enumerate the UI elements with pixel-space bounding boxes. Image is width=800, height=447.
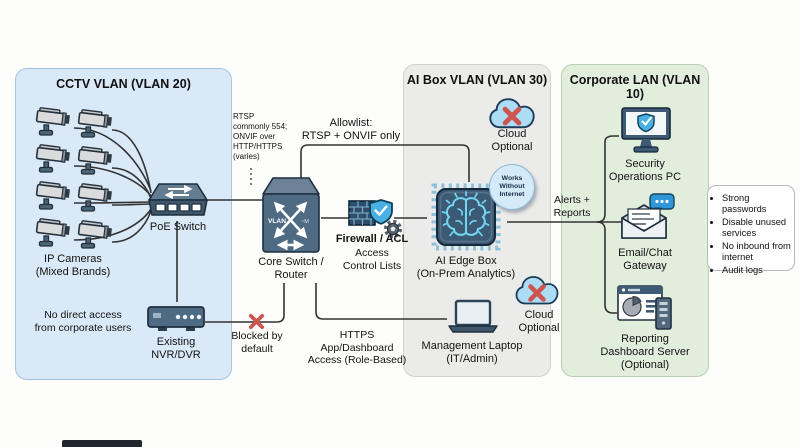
ai-chip-brain-icon	[431, 183, 501, 251]
laptop-icon	[448, 299, 498, 333]
tip-item: No inbound from internet	[722, 241, 791, 263]
works-without-internet-badge: Works Without Internet	[489, 164, 535, 210]
no-direct-access-note: No direct access from corporate users	[34, 309, 132, 334]
cloud-optional-top-label: Cloud Optional	[491, 128, 533, 153]
bottom-edge-artifact	[62, 440, 142, 447]
cctv-camera-icon	[34, 217, 74, 249]
cctv-camera-icon	[76, 182, 116, 214]
nvr-dvr-icon	[147, 306, 205, 331]
hardening-tips-list: Strong passwords Disable unused services…	[722, 193, 791, 276]
panel-aibox-title: AI Box VLAN (VLAN 30)	[406, 73, 548, 87]
allowlist-note: Allowlist: RTSP + ONVIF only	[301, 117, 401, 142]
core-switch-mark-text: ~M	[301, 219, 309, 225]
tip-item: Strong passwords	[722, 193, 791, 215]
hardening-tips-box: Strong passwords Disable unused services…	[707, 185, 795, 275]
management-laptop-label: Management Laptop (IT/Admin)	[421, 340, 523, 365]
ip-cameras-label: IP Cameras (Mixed Brands)	[35, 253, 111, 278]
cloud-optional-bottom-label: Cloud Optional	[518, 309, 560, 334]
envelope-chat-icon	[621, 193, 675, 239]
blocked-by-default-note: Blocked by default	[231, 330, 283, 355]
core-switch-vlan-text: VLAN	[268, 218, 286, 225]
firewall-shield-gear-icon	[348, 199, 403, 239]
cctv-camera-icon	[76, 145, 116, 177]
cctv-camera-icon	[76, 219, 116, 251]
security-pc-label: Security Operations PC	[608, 158, 682, 183]
panel-cctv-title: CCTV VLAN (VLAN 20)	[56, 77, 191, 91]
cctv-camera-icon	[76, 108, 116, 140]
nvr-label: Existing NVR/DVR	[151, 336, 201, 361]
monitor-shield-icon	[621, 107, 671, 153]
firewall-label: Firewall / ACL	[335, 233, 409, 245]
core-switch-label: Core Switch / Router	[258, 256, 324, 281]
dashboard-server-icon	[617, 285, 672, 330]
reporting-server-label: Reporting Dashboard Server (Optional)	[600, 333, 690, 371]
email-gateway-label: Email/Chat Gateway	[618, 247, 672, 272]
alerts-reports-note: Alerts + Reports	[553, 194, 591, 219]
rtsp-note: RTSP commonly 554; ONVIF over HTTP/HTTPS…	[233, 112, 288, 161]
cctv-camera-icon	[34, 106, 74, 138]
tip-item: Disable unused services	[722, 217, 791, 239]
poe-switch-icon	[148, 183, 208, 216]
https-access-note: HTTPS App/Dashboard Access (Role-Based)	[307, 329, 407, 366]
tip-item: Audit logs	[722, 265, 791, 276]
cctv-camera-icon	[34, 143, 74, 175]
firewall-sublabel: Access Control Lists	[342, 247, 402, 272]
cloud-blocked-top-icon	[488, 96, 536, 132]
panel-corporate-title: Corporate LAN (VLAN 10)	[569, 73, 701, 101]
cloud-blocked-bottom-icon	[514, 274, 560, 308]
ai-edge-box-label: AI Edge Box (On-Prem Analytics)	[416, 255, 516, 280]
cctv-camera-icon	[34, 180, 74, 212]
blocked-x-icon	[247, 312, 266, 331]
core-switch-icon: VLAN ~M	[262, 177, 320, 253]
poe-switch-label: PoE Switch	[149, 221, 207, 233]
